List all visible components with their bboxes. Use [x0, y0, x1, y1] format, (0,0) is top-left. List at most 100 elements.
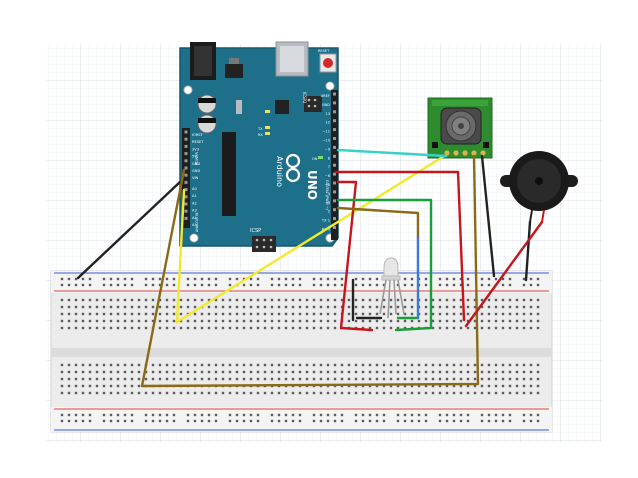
terminal-hole — [298, 363, 302, 367]
terminal-hole — [193, 305, 197, 309]
terminal-hole — [501, 312, 505, 316]
terminal-hole — [445, 363, 449, 367]
rail-hole — [144, 277, 148, 281]
terminal-hole — [123, 363, 127, 367]
crystal — [236, 100, 242, 114]
terminal-hole — [515, 326, 519, 330]
terminal-hole — [228, 326, 232, 330]
terminal-hole — [60, 305, 64, 309]
rail-hole — [452, 277, 456, 281]
terminal-hole — [144, 298, 148, 302]
terminal-hole — [172, 363, 176, 367]
terminal-hole — [172, 370, 176, 374]
header-pin — [184, 188, 188, 192]
rail-hole — [123, 419, 127, 423]
rail-hole — [235, 277, 239, 281]
digital-pin-label: ~6 — [325, 174, 331, 178]
terminal-hole — [445, 370, 449, 374]
terminal-hole — [312, 363, 316, 367]
terminal-hole — [214, 319, 218, 323]
terminal-hole — [151, 305, 155, 309]
wire-black-sensor-gnd — [480, 154, 496, 278]
terminal-hole — [102, 363, 106, 367]
terminal-hole — [480, 298, 484, 302]
terminal-hole — [522, 319, 526, 323]
terminal-hole — [263, 305, 267, 309]
rail-hole — [249, 419, 253, 423]
terminal-hole — [410, 319, 414, 323]
rail-hole — [130, 413, 134, 417]
rail-hole — [144, 283, 148, 287]
terminal-hole — [193, 319, 197, 323]
terminal-hole — [529, 391, 533, 395]
terminal-hole — [158, 391, 162, 395]
rail-hole — [207, 413, 211, 417]
rail-hole — [368, 413, 372, 417]
terminal-hole — [445, 326, 449, 330]
header-pin — [184, 173, 188, 177]
terminal-hole — [130, 298, 134, 302]
terminal-hole — [74, 363, 78, 367]
terminal-hole — [151, 391, 155, 395]
rail-hole — [410, 277, 414, 281]
terminal-hole — [396, 377, 400, 381]
power-pin-label: GND — [192, 162, 200, 166]
terminal-hole — [536, 298, 540, 302]
terminal-hole — [368, 377, 372, 381]
terminal-hole — [228, 305, 232, 309]
terminal-hole — [123, 319, 127, 323]
rail-hole — [102, 283, 106, 287]
terminal-hole — [305, 377, 309, 381]
rail-hole — [494, 277, 498, 281]
terminal-hole — [88, 363, 92, 367]
terminal-hole — [361, 370, 365, 374]
rail-hole — [529, 277, 533, 281]
terminal-hole — [396, 370, 400, 374]
rail-hole — [67, 419, 71, 423]
terminal-hole — [305, 298, 309, 302]
terminal-hole — [151, 370, 155, 374]
terminal-hole — [389, 298, 393, 302]
rail-hole — [193, 413, 197, 417]
terminal-hole — [207, 312, 211, 316]
terminal-hole — [494, 370, 498, 374]
terminal-hole — [368, 319, 372, 323]
terminal-hole — [375, 312, 379, 316]
terminal-hole — [235, 312, 239, 316]
power-pin-label: IOREF — [192, 133, 203, 137]
terminal-hole — [473, 319, 477, 323]
terminal-hole — [459, 370, 463, 374]
terminal-hole — [242, 319, 246, 323]
terminal-hole — [277, 305, 281, 309]
rail-hole — [501, 413, 505, 417]
terminal-hole — [256, 377, 260, 381]
terminal-hole — [312, 370, 316, 374]
terminal-hole — [410, 384, 414, 388]
terminal-hole — [389, 319, 393, 323]
terminal-hole — [151, 377, 155, 381]
terminal-hole — [221, 298, 225, 302]
terminal-hole — [368, 326, 372, 330]
rail-hole — [438, 419, 442, 423]
rail-hole — [480, 413, 484, 417]
terminal-hole — [242, 377, 246, 381]
rail-hole — [333, 419, 337, 423]
terminal-hole — [186, 298, 190, 302]
rail-hole — [375, 283, 379, 287]
rail-hole — [410, 419, 414, 423]
rail-hole — [193, 419, 197, 423]
terminal-hole — [151, 363, 155, 367]
terminal-hole — [130, 377, 134, 381]
terminal-hole — [501, 298, 505, 302]
terminal-hole — [67, 391, 71, 395]
terminal-hole — [494, 326, 498, 330]
terminal-hole — [487, 363, 491, 367]
terminal-hole — [137, 312, 141, 316]
terminal-hole — [382, 326, 386, 330]
terminal-hole — [144, 326, 148, 330]
terminal-hole — [424, 391, 428, 395]
header-pin — [184, 180, 188, 184]
terminal-hole — [424, 319, 428, 323]
terminal-hole — [347, 377, 351, 381]
terminal-hole — [515, 363, 519, 367]
